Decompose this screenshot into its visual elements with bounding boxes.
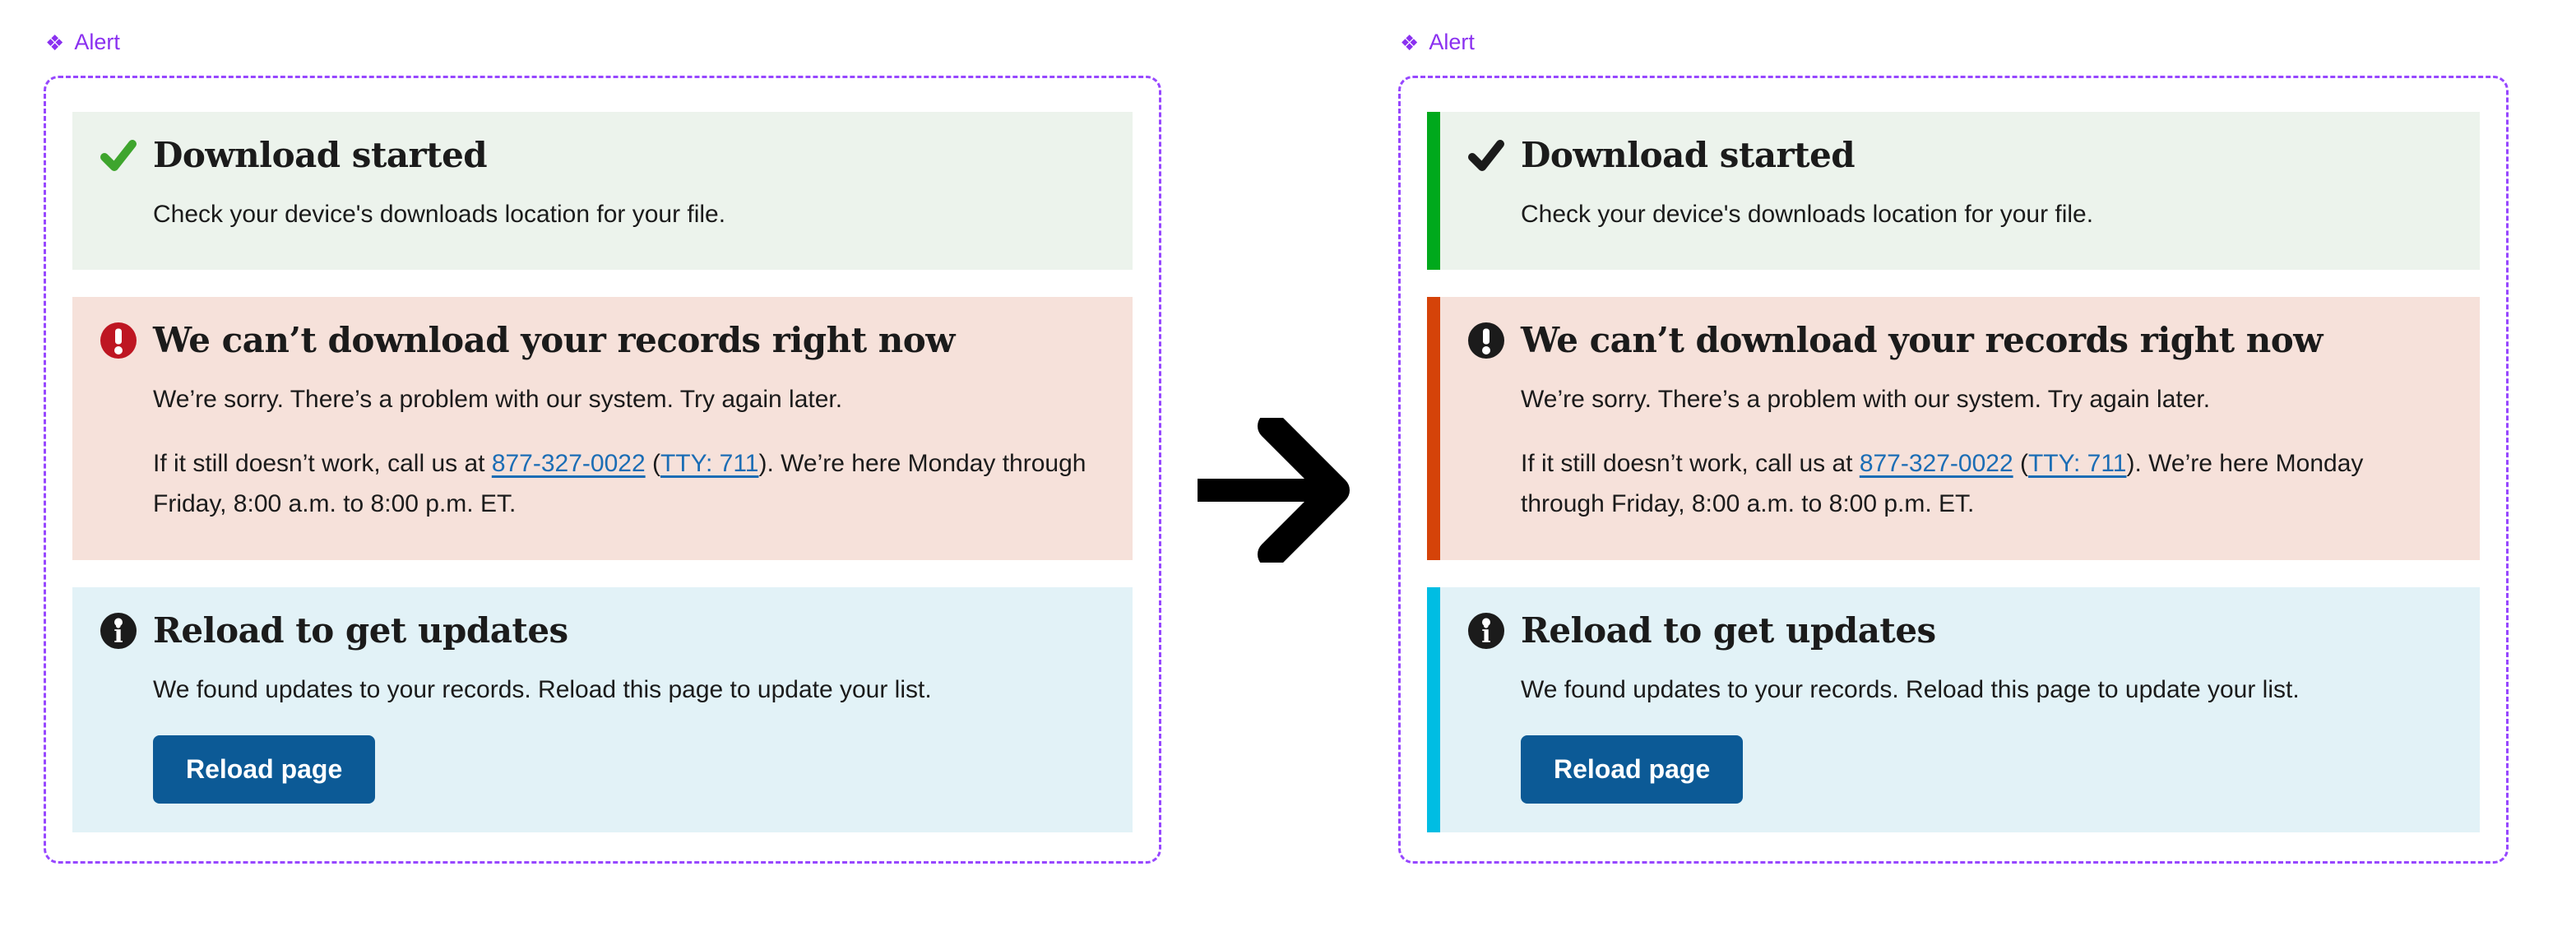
error-alert: We can’t download your records right now… [1427, 297, 2480, 560]
exclamation-circle-icon [100, 322, 137, 359]
success-alert: Download started Check your device's dow… [1427, 112, 2480, 270]
component-label-text: Alert [74, 30, 120, 54]
info-circle-icon [100, 613, 137, 650]
exclamation-circle-icon [1468, 322, 1504, 359]
error-alert-paragraph-1: We’re sorry. There’s a problem with our … [153, 386, 843, 414]
info-circle-icon [1468, 613, 1504, 650]
success-alert: Download started Check your device's dow… [72, 112, 1133, 270]
error-alert-title: We can’t download your records right now [153, 320, 955, 360]
error-alert-header: We can’t download your records right now [99, 320, 1100, 361]
error-text-before-phone: If it still doesn’t work, call us at [1521, 449, 1860, 477]
info-alert-header: Reload to get updates [99, 610, 1100, 651]
error-text-mid: ( [2013, 449, 2028, 477]
info-alert: Reload to get updates We found updates t… [1427, 587, 2480, 832]
reload-page-button[interactable]: Reload page [153, 734, 376, 804]
success-alert-body: Check your device's downloads location f… [1521, 201, 2094, 229]
component-diamond-icon: ❖ [45, 30, 65, 55]
info-alert-title: Reload to get updates [1521, 610, 1936, 651]
arrow-right-icon [1198, 418, 1350, 563]
info-alert-body: We found updates to your records. Reload… [1521, 676, 2300, 704]
component-diamond-icon: ❖ [1400, 30, 1420, 55]
info-alert-body: We found updates to your records. Reload… [153, 676, 932, 704]
success-alert-title: Download started [1521, 135, 1856, 175]
error-text-before-phone: If it still doesn’t work, call us at [153, 449, 492, 477]
info-alert: Reload to get updates We found updates t… [72, 587, 1133, 832]
tty-link[interactable]: TTY: 711 [2027, 449, 2127, 477]
success-alert-body: Check your device's downloads location f… [153, 201, 726, 229]
error-text-after-tty: ). We’re here Monday through Friday, 8:0… [1521, 449, 2364, 518]
phone-link[interactable]: 877-327-0022 [1859, 449, 2013, 477]
error-text-after-tty: ). We’re here Monday through Friday, 8:0… [153, 449, 1086, 518]
success-alert-header: Download started [99, 135, 1100, 176]
phone-link[interactable]: 877-327-0022 [491, 449, 646, 477]
error-alert: We can’t download your records right now… [72, 297, 1133, 560]
error-alert-paragraph-2: If it still doesn’t work, call us at 877… [153, 443, 1100, 525]
reload-page-button[interactable]: Reload page [1521, 734, 1744, 804]
success-alert-title: Download started [153, 135, 488, 175]
component-label-text: Alert [1429, 30, 1475, 54]
error-alert-paragraph-1: We’re sorry. There’s a problem with our … [1521, 386, 2211, 414]
component-frame-right: Download started Check your device's dow… [1398, 76, 2509, 864]
tty-link[interactable]: TTY: 711 [660, 449, 759, 477]
info-alert-title: Reload to get updates [153, 610, 568, 651]
error-alert-header: We can’t download your records right now [1466, 320, 2406, 361]
component-label-left: ❖ Alert [45, 31, 120, 53]
component-label-right: ❖ Alert [1400, 31, 1475, 53]
component-frame-left: Download started Check your device's dow… [44, 76, 1161, 864]
error-alert-paragraph-2: If it still doesn’t work, call us at 877… [1521, 443, 2406, 525]
error-text-mid: ( [645, 449, 660, 477]
success-alert-header: Download started [1466, 135, 2406, 176]
info-alert-header: Reload to get updates [1466, 610, 2406, 651]
error-alert-title: We can’t download your records right now [1521, 320, 2323, 360]
check-icon [1466, 136, 1506, 175]
check-icon [99, 136, 138, 175]
